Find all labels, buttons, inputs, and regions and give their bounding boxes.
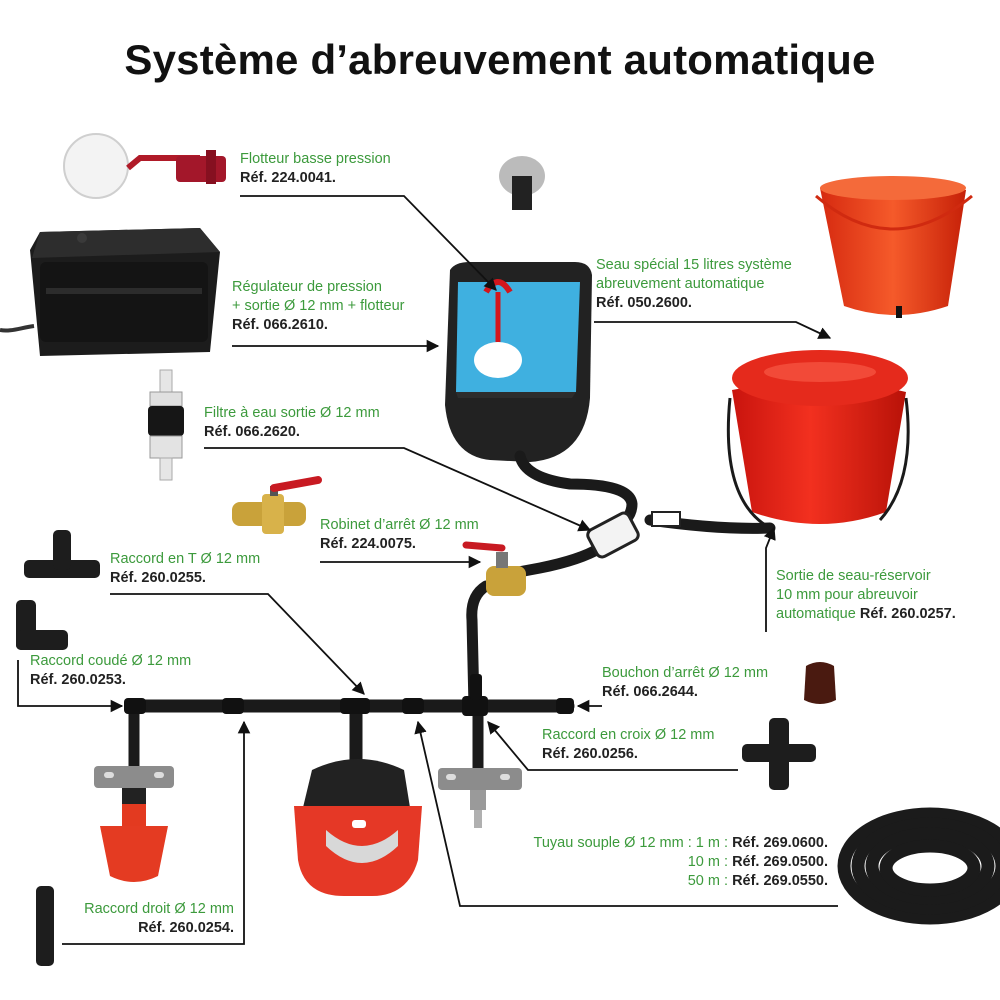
label-raccord-t: Raccord en T Ø 12 mm Réf. 260.0255.: [110, 550, 260, 588]
straight-connector-icon: [36, 886, 54, 966]
label-sortie-seau-ref: Réf. 260.0257.: [859, 606, 956, 622]
label-sortie-seau-line3: automatique: [776, 606, 856, 622]
inline-valve-icon: [462, 541, 526, 596]
shutoff-valve-icon: [232, 476, 322, 534]
label-seau-ref: Réf. 050.2600.: [596, 295, 692, 311]
label-seau-line2: abreuvement automatique: [596, 276, 765, 292]
drinker-bowl-center-icon: [294, 759, 422, 896]
page-title: Système d’abreuvement automatique: [124, 36, 876, 83]
label-raccord-coude-name: Raccord coudé Ø 12 mm: [30, 653, 192, 669]
label-bouchon-ref: Réf. 066.2644.: [602, 684, 698, 700]
tee-connector-icon: [24, 530, 100, 578]
water-filter-icon: [148, 369, 184, 481]
label-flotteur-name: Flotteur basse pression: [240, 151, 391, 167]
label-seau-line1: Seau spécial 15 litres système: [596, 257, 792, 273]
label-robinet: Robinet d’arrêt Ø 12 mm Réf. 224.0075.: [320, 516, 479, 554]
label-bouchon: Bouchon d’arrêt Ø 12 mm Réf. 066.2644.: [602, 664, 768, 702]
label-flotteur-ref: Réf. 224.0041.: [240, 170, 336, 186]
label-raccord-droit-ref: Réf. 260.0254.: [138, 920, 234, 936]
label-tuyau-line3-text: 50 m :: [687, 873, 733, 889]
inline-filter-icon: [586, 511, 681, 559]
nipple-drinker-icon: [438, 768, 522, 828]
drinker-cup-left-icon: [94, 766, 174, 882]
label-sortie-seau-line2: 10 mm pour abreuvoir: [776, 587, 918, 603]
label-raccord-t-name: Raccord en T Ø 12 mm: [110, 551, 261, 567]
label-raccord-croix-ref: Réf. 260.0256.: [542, 746, 638, 762]
label-filtre-ref: Réf. 066.2620.: [204, 424, 300, 440]
label-regulateur-line1: Régulateur de pression: [232, 279, 382, 295]
label-regulateur-line2: + sortie Ø 12 mm + flotteur: [232, 298, 405, 314]
bucket-15l-icon: [815, 176, 973, 318]
pressure-regulator-icon: [0, 228, 220, 356]
label-raccord-coude-ref: Réf. 260.0253.: [30, 672, 126, 688]
label-raccord-coude: Raccord coudé Ø 12 mm Réf. 260.0253.: [30, 652, 191, 690]
label-robinet-ref: Réf. 224.0075.: [320, 536, 416, 552]
label-tuyau-line3-ref: Réf. 269.0550.: [732, 873, 828, 889]
label-sortie-seau-line1: Sortie de seau-réservoir: [776, 568, 931, 584]
label-filtre: Filtre à eau sortie Ø 12 mm Réf. 066.262…: [204, 404, 380, 442]
label-tuyau: Tuyau souple Ø 12 mm : 1 m : Réf. 269.06…: [534, 834, 828, 891]
hose-coil-icon: [837, 807, 1000, 925]
label-regulateur-ref: Réf. 066.2610.: [232, 317, 328, 333]
label-raccord-croix: Raccord en croix Ø 12 mm Réf. 260.0256.: [542, 726, 714, 764]
label-regulateur: Régulateur de pression + sortie Ø 12 mm …: [232, 278, 404, 335]
label-raccord-droit-name: Raccord droit Ø 12 mm: [84, 901, 234, 917]
water-tank-icon: [445, 156, 592, 462]
stopper-cap-icon: [804, 662, 836, 704]
label-filtre-name: Filtre à eau sortie Ø 12 mm: [204, 405, 380, 421]
elbow-connector-icon: [16, 600, 68, 650]
label-robinet-name: Robinet d’arrêt Ø 12 mm: [320, 517, 479, 533]
label-bouchon-name: Bouchon d’arrêt Ø 12 mm: [602, 665, 769, 681]
label-raccord-croix-name: Raccord en croix Ø 12 mm: [542, 727, 715, 743]
label-seau: Seau spécial 15 litres système abreuveme…: [596, 256, 792, 313]
label-raccord-t-ref: Réf. 260.0255.: [110, 570, 206, 586]
float-valve-icon: [63, 133, 226, 199]
label-tuyau-line1-ref: Réf. 269.0600.: [732, 835, 828, 851]
cross-connector-icon: [742, 718, 816, 790]
label-flotteur: Flotteur basse pression Réf. 224.0041.: [240, 150, 391, 188]
label-sortie-seau: Sortie de seau-réservoir 10 mm pour abre…: [776, 567, 956, 624]
label-raccord-droit: Raccord droit Ø 12 mm Réf. 260.0254.: [84, 900, 234, 938]
label-tuyau-line2-text: 10 m :: [687, 854, 733, 870]
label-tuyau-line1-text: Tuyau souple Ø 12 mm : 1 m :: [533, 835, 733, 851]
junctions: [124, 674, 574, 716]
label-tuyau-line2-ref: Réf. 269.0500.: [732, 854, 828, 870]
bucket-reservoir-icon: [726, 350, 910, 530]
leader-arrows: [17, 195, 838, 945]
